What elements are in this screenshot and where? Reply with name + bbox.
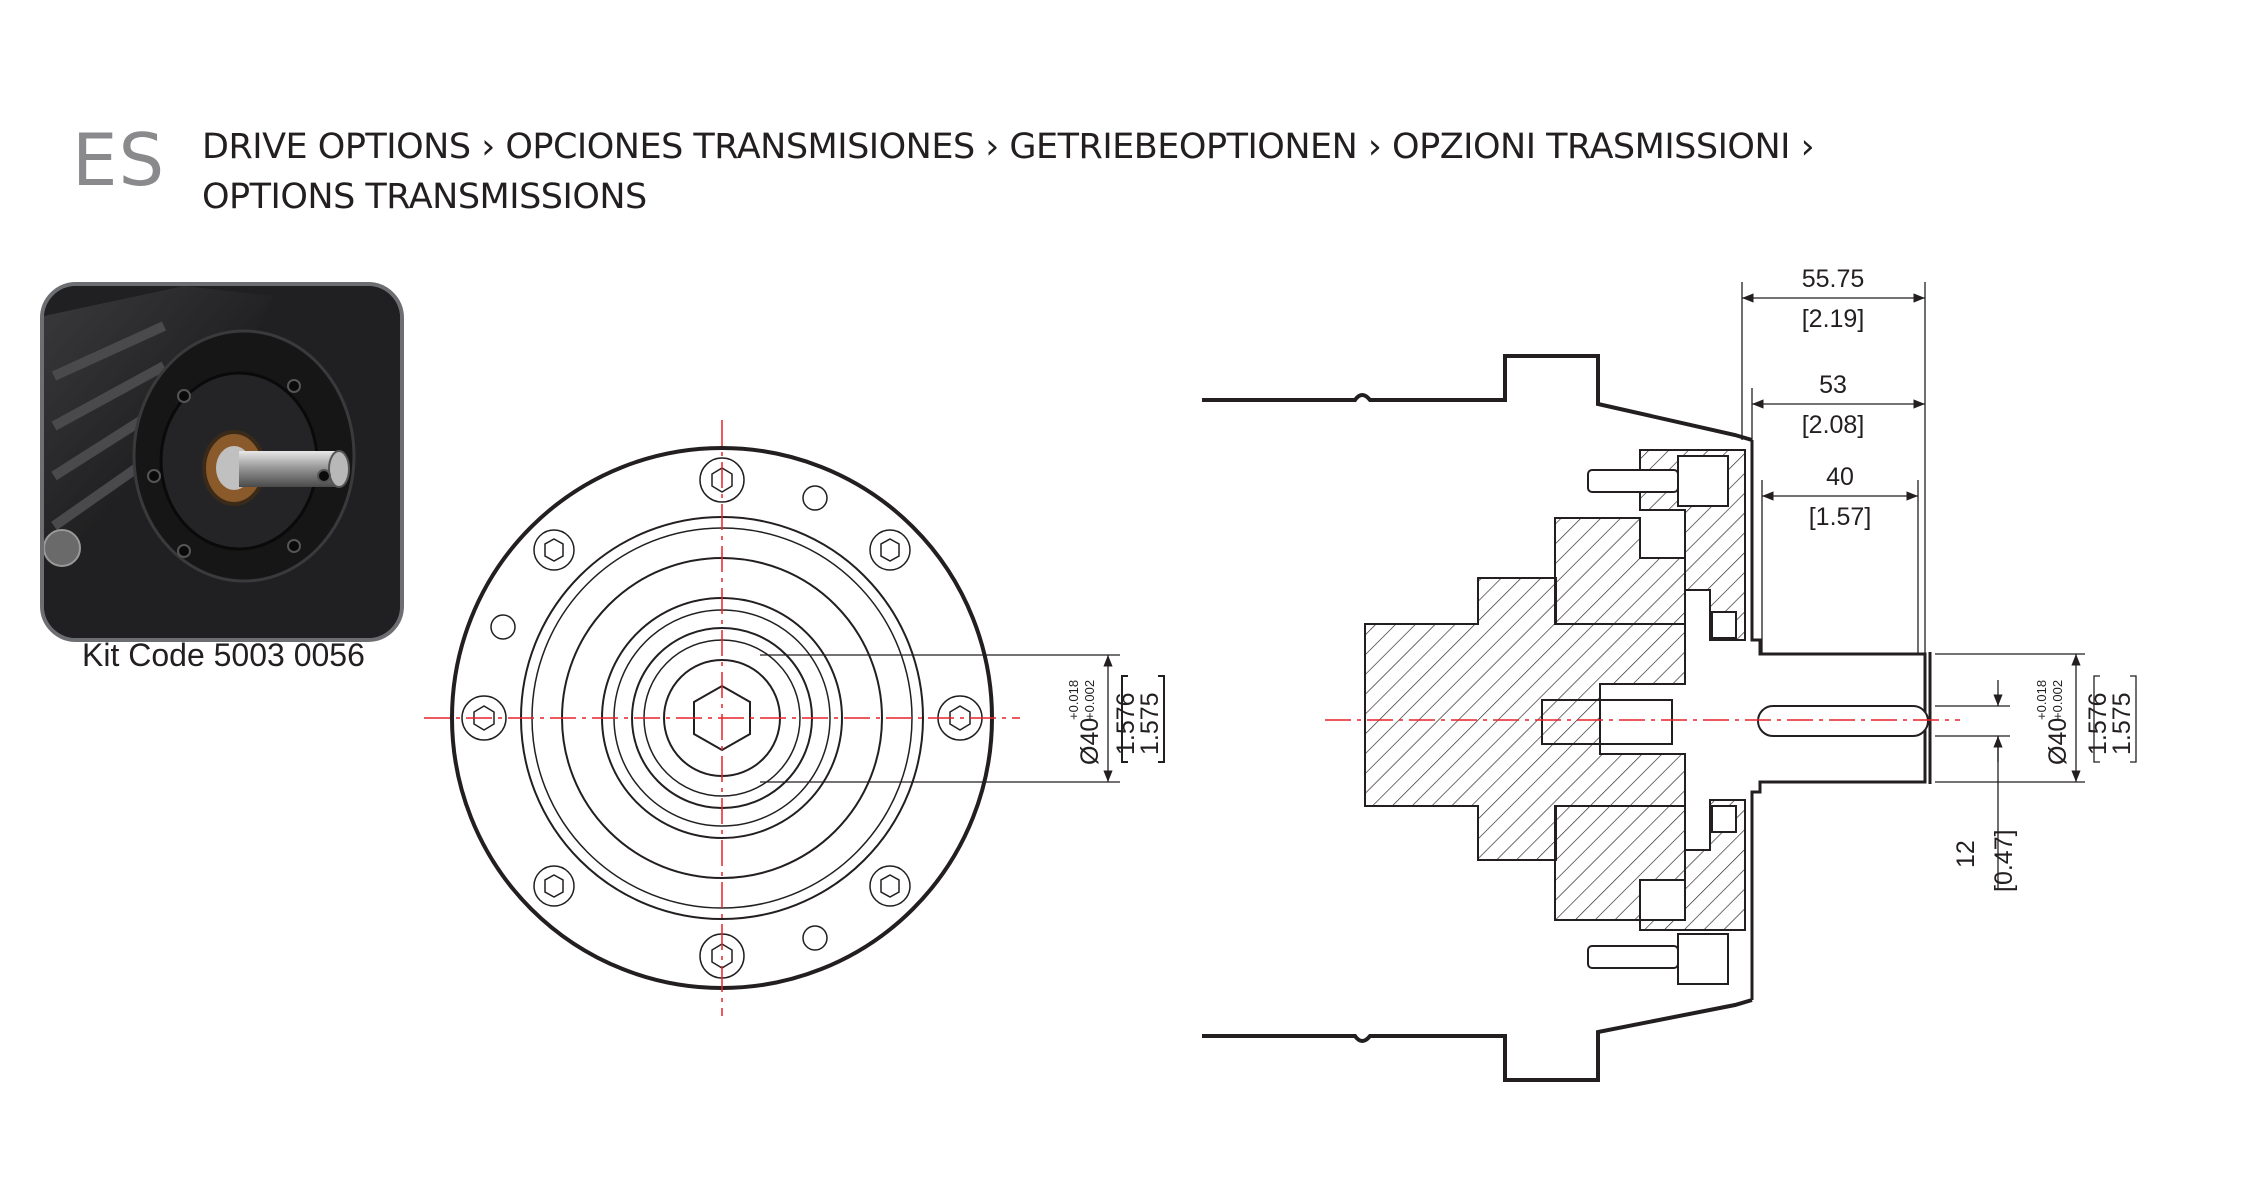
shaft-dimensions xyxy=(1935,653,2137,890)
centerlines xyxy=(424,420,1020,1016)
front-inch-bracket xyxy=(1121,675,1165,763)
product-photo xyxy=(40,282,404,642)
dim-c-in: [1.57] xyxy=(1809,503,1872,531)
side-view xyxy=(1202,282,2137,1082)
front-inch-lower: 1.575 xyxy=(1136,692,1164,755)
front-tol-lower: +0.002 xyxy=(1082,680,1097,720)
dim-b-mm: 53 xyxy=(1819,371,1847,399)
dim-a-mm: 55.75 xyxy=(1802,265,1865,293)
dim-b-in: [2.08] xyxy=(1802,411,1865,439)
front-tol-upper: +0.018 xyxy=(1066,680,1081,720)
front-diameter-dimension xyxy=(760,654,1120,783)
page-title: DRIVE OPTIONS › OPCIONES TRANSMISIONES ›… xyxy=(202,122,1815,222)
section-code: ES xyxy=(72,118,166,202)
length-dimensions xyxy=(1741,282,1926,654)
bolt-holes xyxy=(461,457,983,979)
dim-c-mm: 40 xyxy=(1826,463,1854,491)
key-width-in: [0.47] xyxy=(1990,829,2018,892)
side-diameter-label: Ø40 xyxy=(2044,718,2072,765)
front-diameter-label: Ø40 xyxy=(1076,718,1104,765)
front-inch-upper: 1.576 xyxy=(1112,692,1140,755)
side-tol-lower: +0.002 xyxy=(2050,680,2065,720)
flange-bolts xyxy=(1587,455,1737,985)
side-inch-upper: 1.576 xyxy=(2084,692,2112,755)
front-view xyxy=(424,420,1120,1016)
kit-code-caption: Kit Code 5003 0056 xyxy=(82,637,365,673)
title-line-1: DRIVE OPTIONS › OPCIONES TRANSMISIONES ›… xyxy=(202,127,1815,167)
side-inch-lower: 1.575 xyxy=(2108,692,2136,755)
section-hatching xyxy=(1364,449,1746,931)
side-tol-upper: +0.018 xyxy=(2034,680,2049,720)
key-width-mm: 12 xyxy=(1952,840,1980,868)
dim-a-in: [2.19] xyxy=(1802,305,1865,333)
title-line-2: OPTIONS TRANSMISSIONS xyxy=(202,177,647,217)
